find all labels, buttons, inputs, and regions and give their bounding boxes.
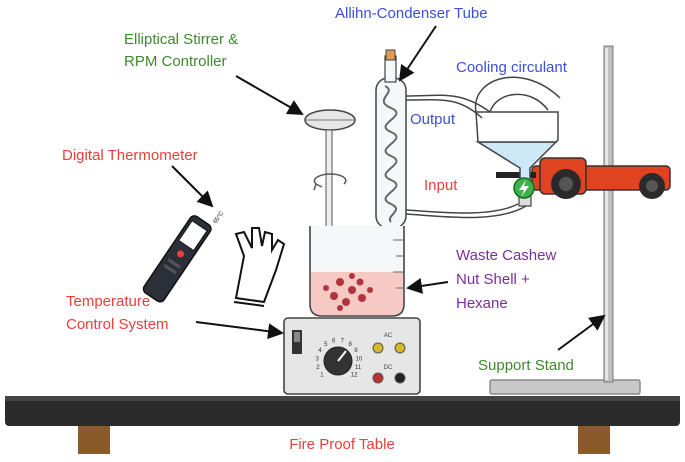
dial-tick-label: 10	[355, 356, 362, 362]
label-temp-2: Control System	[66, 316, 169, 333]
dial-tick-label: 2	[316, 365, 320, 371]
dial-tick-label: 9	[354, 348, 358, 354]
thermometer-icon	[142, 215, 212, 303]
label-table: Fire Proof Table	[289, 436, 395, 453]
label-waste-2: Nut Shell +	[456, 271, 530, 288]
support-stand	[489, 45, 641, 395]
label-condenser: Allihn-Condenser Tube	[335, 5, 488, 22]
dial-tick-label: 1	[320, 373, 324, 379]
lightning-icon	[513, 177, 535, 199]
label-support: Support Stand	[478, 357, 574, 374]
dial-tick-label: 4	[318, 348, 322, 354]
label-stirrer-1: Elliptical Stirrer &	[124, 31, 238, 48]
label-stirrer-2: RPM Controller	[124, 53, 227, 70]
label-ac: AC	[384, 333, 393, 339]
dial-tick-label: 11	[355, 365, 362, 371]
fire-proof-table	[5, 396, 680, 454]
glove-icon	[233, 227, 286, 307]
thermometer-reading: 65°C	[213, 210, 226, 225]
label-waste-1: Waste Cashew	[456, 247, 556, 264]
label-waste-3: Hexane	[456, 295, 508, 312]
beaker	[309, 226, 405, 317]
dial-tick-label: 12	[351, 373, 358, 379]
clamp	[496, 157, 671, 199]
dial-tick-label: 5	[324, 342, 328, 348]
table-leg-right	[578, 426, 610, 454]
allihn-condenser	[375, 49, 527, 273]
label-input: Input	[424, 177, 458, 194]
label-temp-1: Temperature	[66, 293, 150, 310]
label-dc: DC	[384, 365, 393, 371]
dial-tick-label: 3	[316, 356, 320, 362]
pointer-arrows	[171, 25, 606, 351]
dial-tick-label: 6	[332, 338, 336, 344]
cooling-reservoir	[474, 76, 561, 207]
label-cooling: Cooling circulant	[456, 59, 568, 76]
stirrer-icon	[304, 109, 356, 287]
dial-tick-label: 7	[341, 338, 345, 344]
cashew-particles	[323, 273, 373, 311]
dial-tick-label: 8	[349, 342, 353, 348]
label-thermometer: Digital Thermometer	[62, 147, 198, 164]
table-leg-left	[78, 426, 110, 454]
rotation-arrow-icon	[313, 173, 347, 191]
label-output: Output	[410, 111, 456, 128]
